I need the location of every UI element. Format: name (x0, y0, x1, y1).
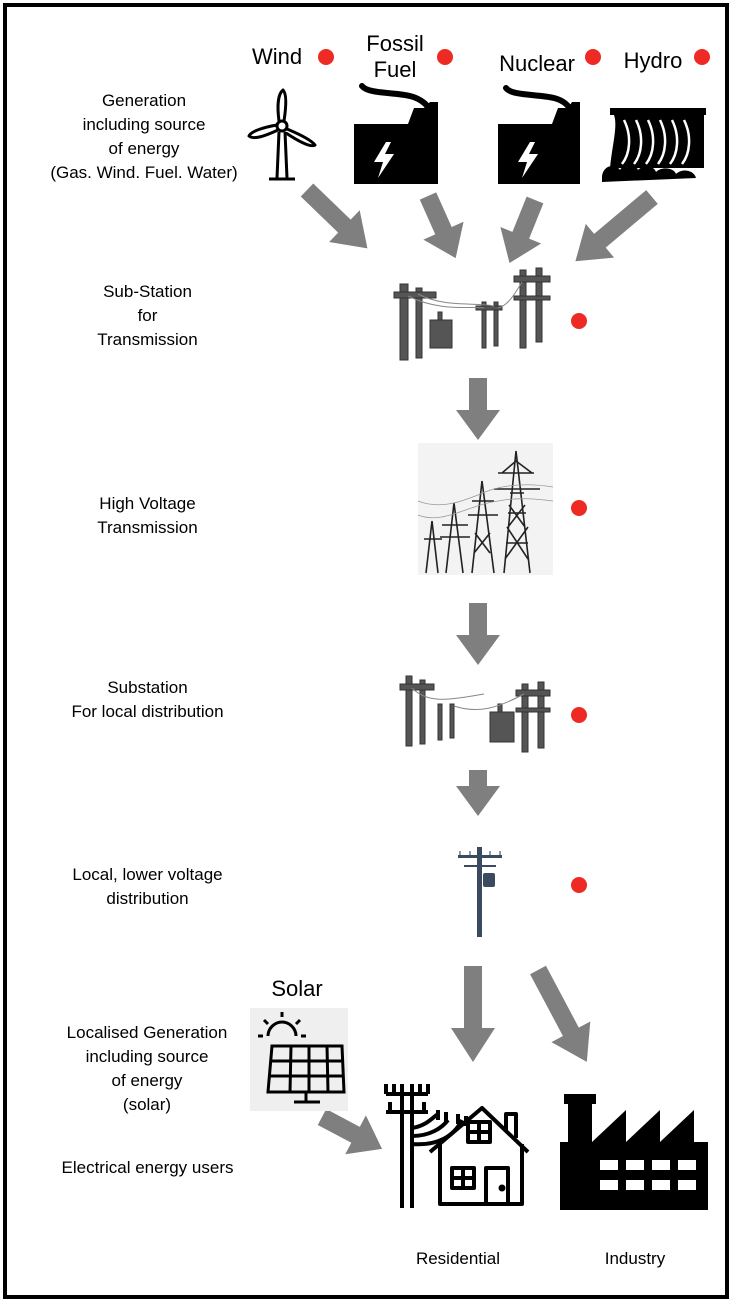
arrow-local-to-residential (451, 966, 495, 1062)
wind-label: Wind (251, 44, 303, 69)
substation-local-marker (571, 707, 587, 723)
arrow-transmission-to-substation (456, 603, 500, 665)
fossil-marker (437, 49, 453, 65)
arrow-substation-to-local (456, 770, 500, 816)
hydro-label: Hydro (623, 48, 683, 73)
wind-turbine-icon (247, 88, 317, 181)
diagram-frame (3, 3, 729, 1299)
nuclear-plant-icon (498, 85, 580, 184)
substation-icon (399, 675, 551, 753)
users-label: Electrical energy users (61, 1158, 234, 1177)
substation-icon (393, 267, 551, 361)
residential-label: Residential (415, 1249, 501, 1268)
hydro-marker (694, 49, 710, 65)
arrow-solar-to-residential (317, 1109, 383, 1155)
nuclear-marker (585, 49, 601, 65)
nuclear-label: Nuclear (499, 51, 575, 76)
arrow-fossil-to-substation (419, 192, 464, 259)
substation-transmission-marker (571, 313, 587, 329)
arrow-nuclear-to-substation (500, 196, 544, 264)
arrow-substation-to-transmission (456, 378, 500, 440)
arrow-local-to-industry (530, 965, 591, 1062)
pylon-icon (417, 443, 554, 575)
factory-icon (560, 1094, 708, 1210)
local-distribution-marker (571, 877, 587, 893)
arrow-wind-to-substation (300, 183, 368, 249)
wind-marker (318, 49, 334, 65)
arrow-hydro-to-substation (575, 190, 658, 262)
utility-pole-icon (458, 847, 502, 937)
solar-panel-icon (250, 1008, 348, 1111)
industry-label: Industry (604, 1249, 666, 1268)
fossil-plant-icon (354, 83, 438, 184)
solar-label: Solar (271, 976, 323, 1001)
high-voltage-marker (571, 500, 587, 516)
house-icon (384, 1084, 530, 1208)
hydro-dam-icon (602, 108, 706, 182)
